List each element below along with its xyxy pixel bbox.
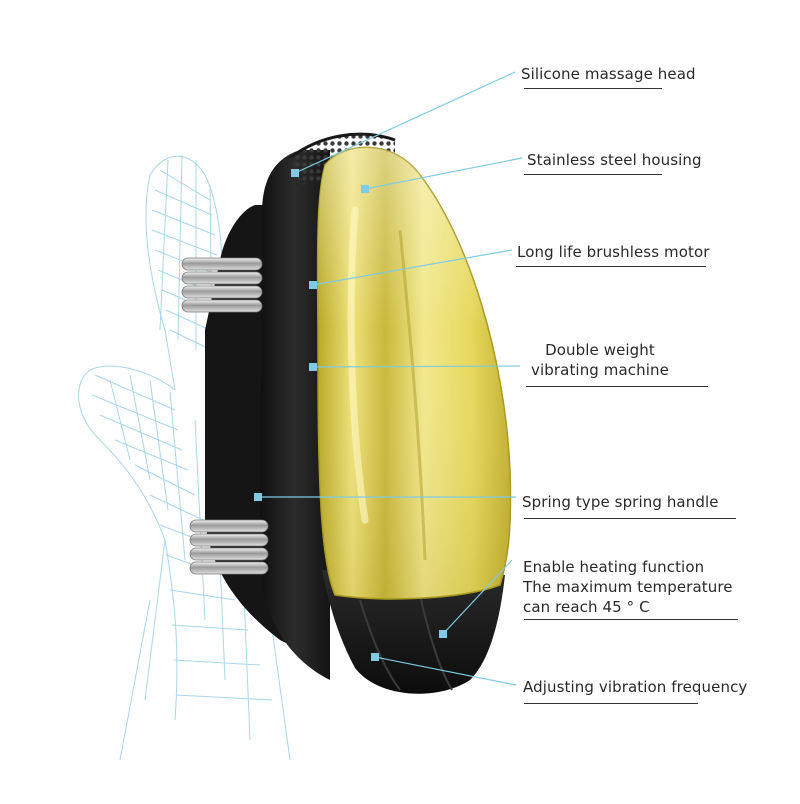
callout-brushless-motor-underline bbox=[516, 266, 706, 267]
callout-heating-function-underline bbox=[524, 619, 738, 620]
callout-silicone-massage-head-marker bbox=[291, 169, 299, 177]
callout-brushless-motor-line: Long life brushless motor bbox=[517, 243, 710, 261]
gold-shell bbox=[316, 146, 512, 600]
spring-upper bbox=[181, 257, 263, 313]
device-base bbox=[322, 570, 505, 694]
callout-brushless-motor-marker bbox=[309, 281, 317, 289]
callout-stainless-steel-housing-underline bbox=[524, 174, 662, 175]
callout-vibration-frequency: Adjusting vibration frequency bbox=[523, 677, 747, 697]
callout-vibration-frequency-marker bbox=[371, 653, 379, 661]
callout-heating-function-leader bbox=[442, 559, 513, 635]
callout-brushless-motor: Long life brushless motor bbox=[517, 242, 710, 262]
callout-stainless-steel-housing-leader bbox=[364, 157, 523, 190]
callout-spring-handle-marker bbox=[254, 493, 262, 501]
callout-vibration-frequency-leader bbox=[374, 656, 517, 686]
callout-heating-function-line: The maximum temperature bbox=[523, 578, 733, 596]
callout-heating-function-marker bbox=[439, 630, 447, 638]
callout-vibration-frequency-line: Adjusting vibration frequency bbox=[523, 678, 748, 696]
callout-double-weight-underline bbox=[526, 386, 708, 387]
callout-heating-function-line: can reach 45 ° C bbox=[523, 598, 650, 616]
callout-silicone-massage-head-underline bbox=[524, 88, 662, 89]
callout-double-weight-line: vibrating machine bbox=[531, 361, 669, 379]
callout-brushless-motor-leader bbox=[312, 249, 513, 286]
callout-spring-handle-line: Spring type spring handle bbox=[522, 493, 719, 511]
callout-stainless-steel-housing: Stainless steel housing bbox=[527, 150, 702, 170]
callout-double-weight: Double weight vibrating machine bbox=[520, 340, 680, 380]
callout-vibration-frequency-underline bbox=[524, 703, 698, 704]
callout-silicone-massage-head-line: Silicone massage head bbox=[521, 65, 696, 83]
callout-double-weight-marker bbox=[309, 363, 317, 371]
callout-stainless-steel-housing-line: Stainless steel housing bbox=[527, 151, 702, 169]
callout-heating-function-line: Enable heating function bbox=[523, 558, 705, 576]
leader-lines bbox=[254, 71, 523, 686]
spring-lower bbox=[189, 519, 269, 575]
callout-spring-handle: Spring type spring handle bbox=[522, 492, 719, 512]
callout-silicone-massage-head-leader bbox=[294, 71, 516, 174]
callout-stainless-steel-housing-marker bbox=[361, 185, 369, 193]
callout-silicone-massage-head: Silicone massage head bbox=[521, 64, 696, 84]
callout-spring-handle-underline bbox=[524, 518, 736, 519]
callout-double-weight-line: Double weight bbox=[545, 341, 655, 359]
callout-double-weight-leader bbox=[312, 365, 521, 368]
